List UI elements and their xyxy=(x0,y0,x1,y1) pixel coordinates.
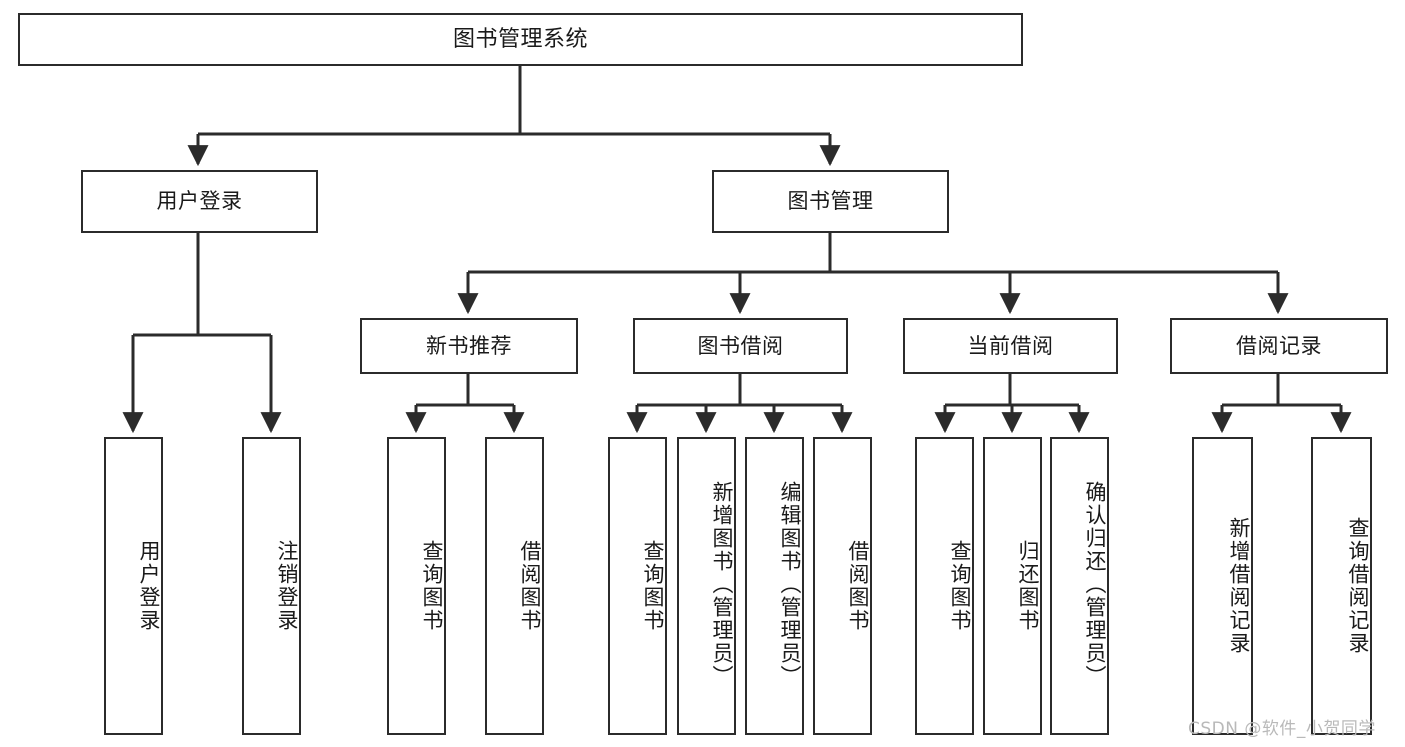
leaf-current-return-book[interactable]: 归还图书 xyxy=(983,437,1042,735)
leaf-borrow-add-book-admin[interactable]: 新增图书（管理员） xyxy=(677,437,736,735)
leaf-new-book-query[interactable]: 查询图书 xyxy=(387,437,446,735)
leaf-borrow-edit-book-admin[interactable]: 编辑图书（管理员） xyxy=(745,437,804,735)
node-borrow-records[interactable]: 借阅记录 xyxy=(1170,318,1388,374)
node-book-borrow[interactable]: 图书借阅 xyxy=(633,318,848,374)
leaf-records-query-record[interactable]: 查询借阅记录 xyxy=(1311,437,1372,735)
leaf-borrow-borrow-book[interactable]: 借阅图书 xyxy=(813,437,872,735)
leaf-current-query-book[interactable]: 查询图书 xyxy=(915,437,974,735)
leaf-current-confirm-return-admin[interactable]: 确认归还（管理员） xyxy=(1050,437,1109,735)
leaf-new-book-borrow[interactable]: 借阅图书 xyxy=(485,437,544,735)
node-user-login[interactable]: 用户登录 xyxy=(81,170,318,233)
node-root-system[interactable]: 图书管理系统 xyxy=(18,13,1023,66)
leaf-borrow-query-book[interactable]: 查询图书 xyxy=(608,437,667,735)
node-current-borrow[interactable]: 当前借阅 xyxy=(903,318,1118,374)
node-new-book-recommend[interactable]: 新书推荐 xyxy=(360,318,578,374)
leaf-user-login-signin[interactable]: 用户登录 xyxy=(104,437,163,735)
node-book-management[interactable]: 图书管理 xyxy=(712,170,949,233)
leaf-records-add-record[interactable]: 新增借阅记录 xyxy=(1192,437,1253,735)
leaf-user-login-signout[interactable]: 注销登录 xyxy=(242,437,301,735)
